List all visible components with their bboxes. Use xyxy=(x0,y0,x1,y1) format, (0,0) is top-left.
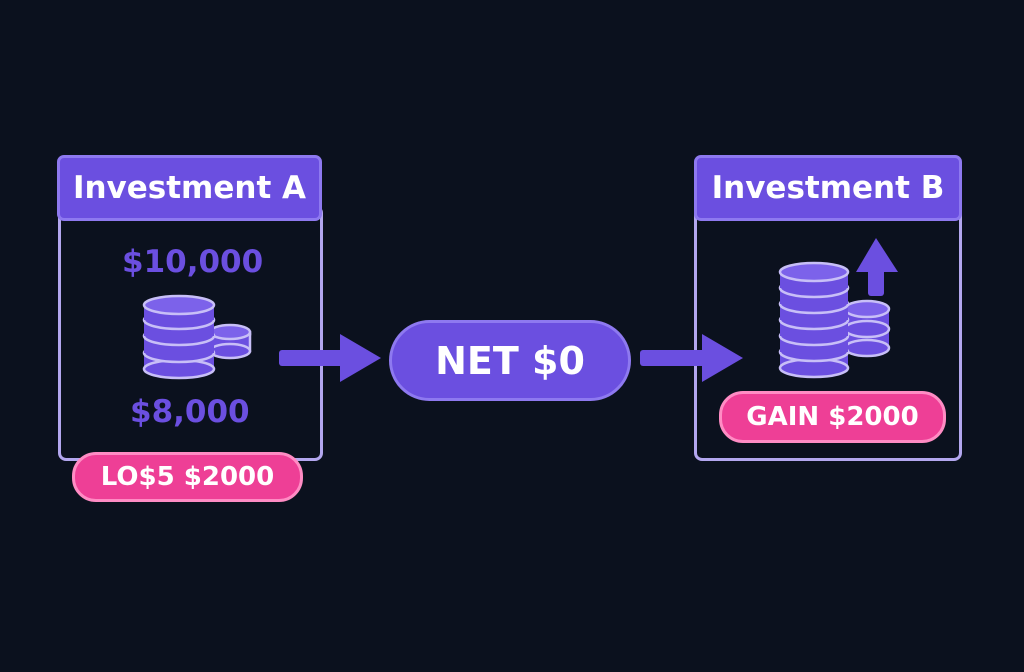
investment-a-title: Investment A xyxy=(57,155,322,221)
coin-stack-icon xyxy=(778,261,891,379)
arrow-up-icon xyxy=(856,238,898,296)
investment-a-final-amount: $8,000 xyxy=(130,394,250,430)
arrow-right-icon xyxy=(640,334,743,382)
loss-badge: LO$5 $2000 xyxy=(72,452,303,502)
net-result-pill: NET $0 xyxy=(389,320,631,401)
investment-a-initial-amount: $10,000 xyxy=(122,244,264,280)
arrow-right-icon xyxy=(279,334,381,382)
coin-stack-icon xyxy=(142,294,252,380)
investment-b-title: Investment B xyxy=(694,155,962,221)
gain-badge: GAIN $2000 xyxy=(719,391,946,443)
